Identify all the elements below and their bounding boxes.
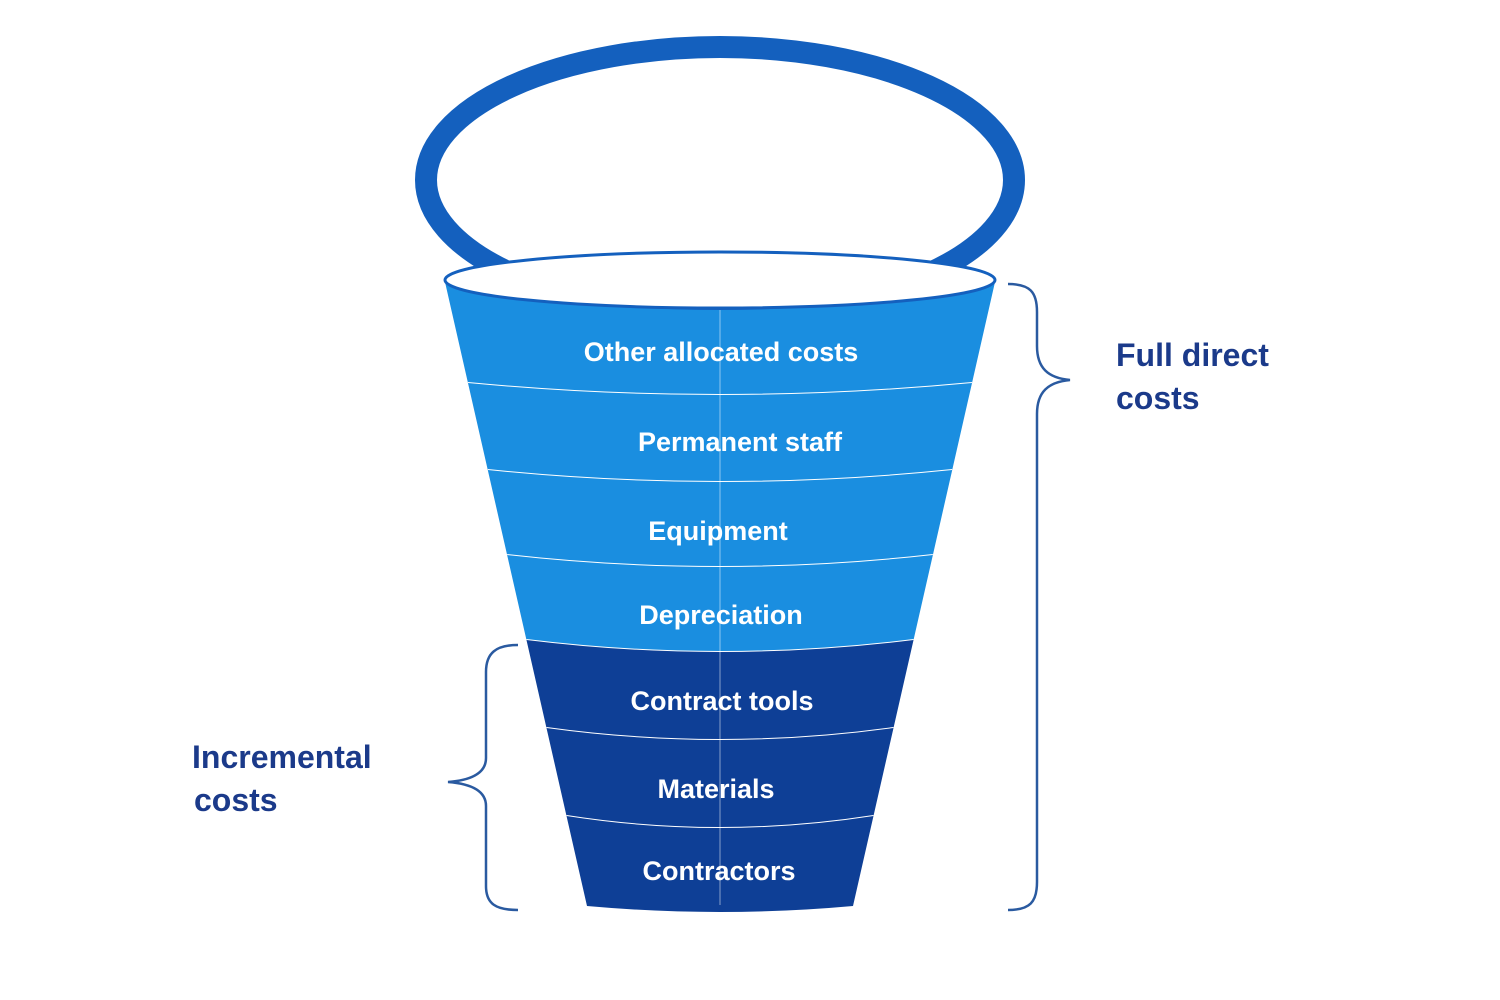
bucket-segment-other-allocated-costs: [445, 282, 995, 395]
segment-label-contract-tools: Contract tools: [630, 686, 813, 716]
bucket-segment-equipment: [487, 470, 953, 567]
segment-divider: [507, 554, 933, 568]
full-direct-costs-brace: [1007, 282, 1071, 912]
segment-divider: [546, 727, 894, 741]
bucket-segment-contractors: [566, 816, 874, 912]
segment-label-permanent-staff: Permanent staff: [638, 427, 843, 457]
full-direct-costs-label-line1: Full direct: [1116, 337, 1269, 373]
segment-divider: [467, 382, 973, 396]
segment-label-other-allocated-costs: Other allocated costs: [584, 337, 859, 367]
bucket-segments: [445, 282, 995, 912]
segment-label-materials: Materials: [657, 774, 774, 804]
bucket-segment-permanent-staff: [467, 383, 973, 482]
segment-labels: Other allocated costs Permanent staff Eq…: [584, 337, 859, 886]
bucket-segment-depreciation: [507, 555, 933, 652]
incremental-costs-label-line2: costs: [194, 782, 278, 818]
segment-label-equipment: Equipment: [648, 516, 788, 546]
segment-label-depreciation: Depreciation: [639, 600, 803, 630]
full-direct-costs-label-line2: costs: [1116, 380, 1200, 416]
bucket-segment-materials: [546, 728, 894, 828]
bucket-segment-contract-tools: [526, 640, 914, 740]
segment-label-contractors: Contractors: [642, 856, 795, 886]
incremental-costs-brace: [447, 643, 519, 912]
bucket-rim: [443, 250, 997, 310]
incremental-costs-label-line1: Incremental: [192, 739, 372, 775]
